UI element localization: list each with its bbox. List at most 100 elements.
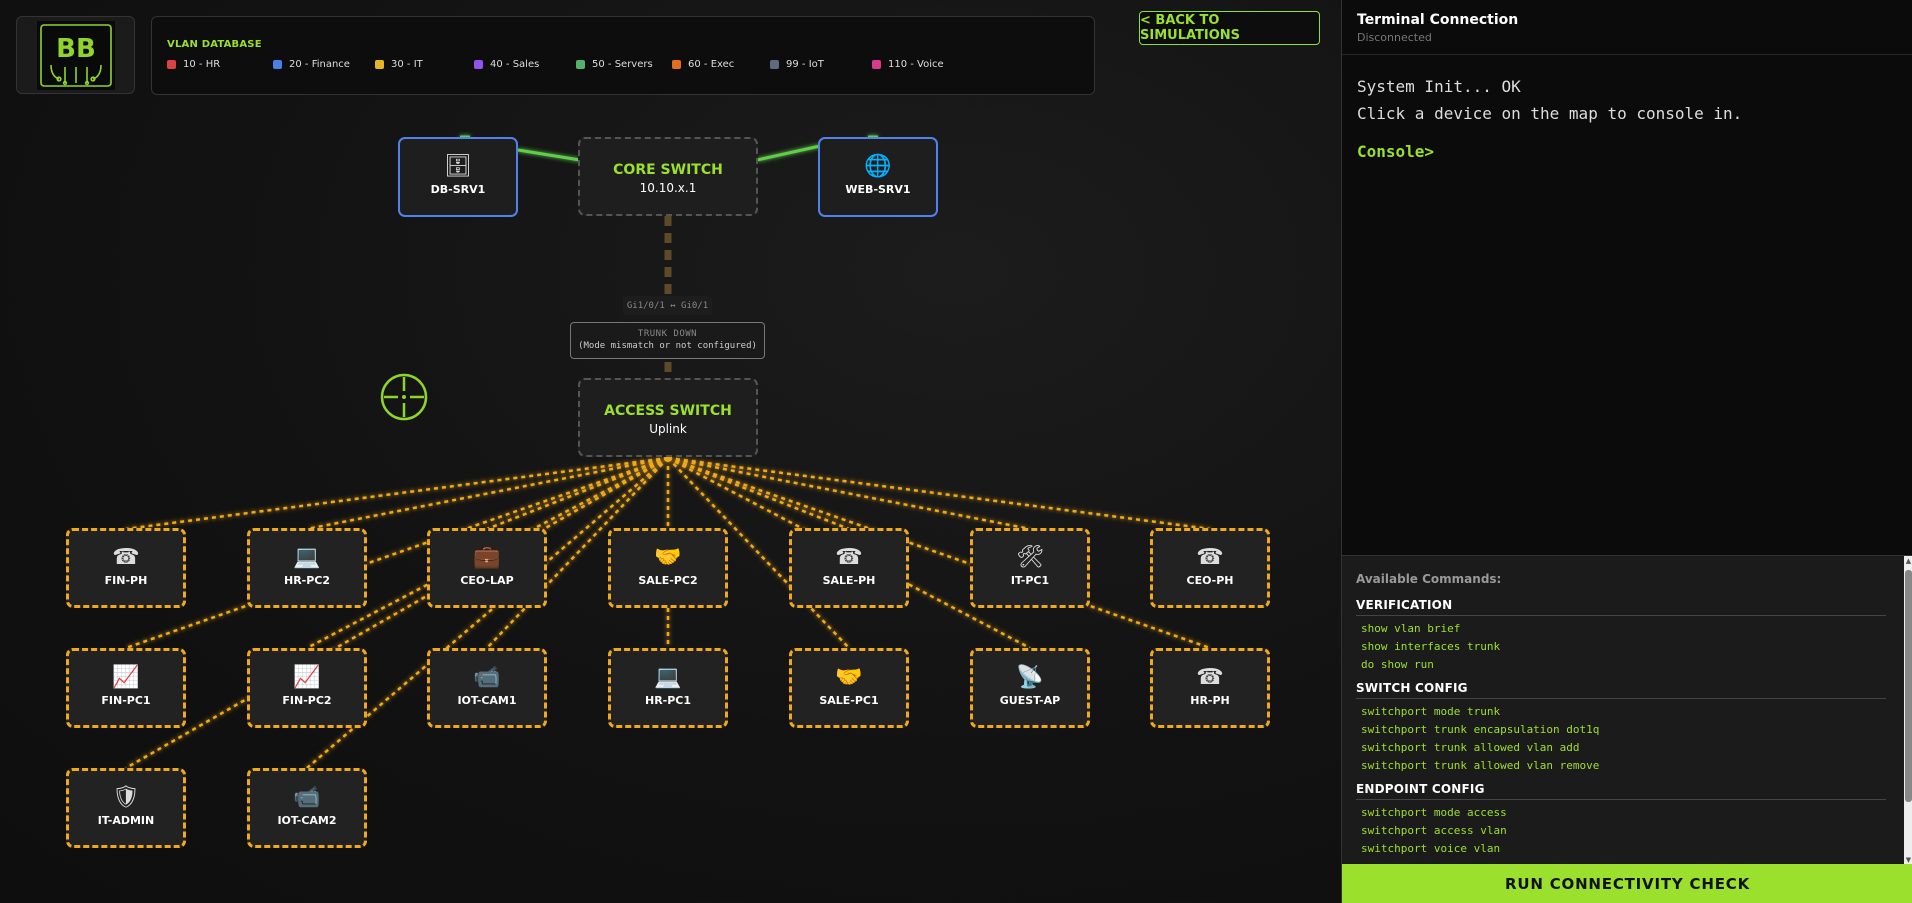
vlan-legend-item: 30 - IT: [375, 59, 423, 70]
telephone-icon: ☎: [112, 545, 140, 570]
terminal-line: System Init... OK: [1357, 77, 1521, 96]
vlan-color-swatch: [167, 60, 176, 69]
laptop-icon: 💻: [654, 665, 682, 690]
command-item[interactable]: switchport trunk encapsulation dot1q: [1361, 723, 1600, 736]
command-item[interactable]: show interfaces trunk: [1361, 640, 1501, 653]
vlan-database-panel: VLAN DATABASE 10 - HR 20 - Finance 30 - IT…: [151, 16, 1095, 95]
device-label: IT-ADMIN: [97, 814, 155, 827]
device-it-pc1[interactable]: 🛠IT-PC1: [970, 528, 1090, 608]
logo-background: BB: [37, 21, 115, 90]
command-item[interactable]: switchport trunk allowed vlan add: [1361, 741, 1580, 754]
device-hr-pc2[interactable]: 💻HR-PC2: [247, 528, 367, 608]
access-switch[interactable]: ACCESS SWITCH Uplink: [578, 378, 758, 457]
commands-section-endpoint-config: ENDPOINT CONFIG switchport mode access s…: [1356, 782, 1886, 858]
section-heading: ENDPOINT CONFIG: [1356, 782, 1886, 800]
device-label: HR-PC1: [644, 694, 692, 707]
briefcase-icon: 💼: [473, 545, 501, 570]
device-sale-pc1[interactable]: 🤝SALE-PC1: [789, 648, 909, 728]
vlan-legend-item: 10 - HR: [167, 59, 220, 70]
core-switch-title: CORE SWITCH: [613, 162, 723, 178]
crosshair-icon[interactable]: [379, 372, 429, 422]
device-fin-pc1[interactable]: 📈 FIN-PC1: [66, 648, 186, 728]
globe-icon: 🌐: [864, 154, 892, 179]
vlan-color-swatch: [672, 60, 681, 69]
device-sale-ph[interactable]: ☎ SALE-PH: [789, 528, 909, 608]
vlan-legend-item: 110 - Voice: [872, 59, 944, 70]
command-item[interactable]: switchport mode trunk: [1361, 705, 1501, 718]
vlan-legend-item: 20 - Finance: [273, 59, 350, 70]
camera-icon: 📹: [473, 665, 501, 690]
vlan-legend-item: 40 - Sales: [474, 59, 539, 70]
device-it-admin[interactable]: 🛡IT-ADMIN: [66, 768, 186, 848]
command-item[interactable]: switchport trunk allowed vlan remove: [1361, 759, 1600, 772]
access-switch-title: ACCESS SWITCH: [604, 403, 732, 419]
command-item[interactable]: switchport mode access: [1361, 806, 1507, 819]
terminal-output[interactable]: System Init... OK Click a device on the …: [1357, 73, 1742, 165]
vlan-label: 99 - IoT: [786, 59, 824, 70]
run-connectivity-check-button[interactable]: RUN CONNECTIVITY CHECK: [1342, 864, 1912, 903]
handshake-icon: 🤝: [654, 545, 682, 570]
command-item[interactable]: switchport voice vlan: [1361, 842, 1501, 855]
available-commands-panel: Available Commands: VERIFICATION show vl…: [1342, 555, 1912, 865]
command-item[interactable]: show vlan brief: [1361, 622, 1461, 635]
vlan-label: 50 - Servers: [592, 59, 653, 70]
circuit-logo-icon: BB: [40, 24, 112, 87]
server-web-srv1[interactable]: 🌐 WEB-SRV1: [818, 137, 938, 217]
vlan-legend-item: 99 - IoT: [770, 59, 824, 70]
command-item[interactable]: do show run: [1361, 658, 1434, 671]
commands-section-switch-config: SWITCH CONFIG switchport mode trunk swit…: [1356, 681, 1886, 775]
commands-scrollbar[interactable]: ▲ ▼: [1904, 556, 1912, 865]
vlan-color-swatch: [576, 60, 585, 69]
terminal-header: Terminal Connection Disconnected: [1342, 0, 1912, 55]
device-label: HR-PC2: [283, 574, 331, 587]
device-hr-pc1[interactable]: 💻 HR-PC1: [608, 648, 728, 728]
vlan-database-title: VLAN DATABASE: [167, 39, 262, 50]
handshake-icon: 🤝: [835, 665, 863, 690]
device-label: IOT-CAM2: [277, 814, 337, 827]
device-label: DB-SRV1: [430, 183, 486, 196]
command-item[interactable]: switchport access vlan: [1361, 824, 1507, 837]
device-label: FIN-PC2: [282, 694, 332, 707]
device-label: FIN-PC1: [101, 694, 151, 707]
file-cabinet-icon: 🗄: [444, 154, 472, 179]
vlan-color-swatch: [770, 60, 779, 69]
device-fin-ph[interactable]: ☎FIN-PH: [66, 528, 186, 608]
device-label: IT-PC1: [1010, 574, 1050, 587]
device-hr-ph[interactable]: ☎HR-PH: [1150, 648, 1270, 728]
vlan-legend-item: 50 - Servers: [576, 59, 653, 70]
telephone-icon: ☎: [835, 545, 863, 570]
device-label: SALE-PH: [822, 574, 876, 587]
terminal-line: Click a device on the map to console in.: [1357, 104, 1743, 123]
device-iot-cam1[interactable]: 📹 IOT-CAM1: [427, 648, 547, 728]
vlan-label: 60 - Exec: [688, 59, 735, 70]
device-ceo-lap[interactable]: 💼 CEO-LAP: [427, 528, 547, 608]
vlan-label: 20 - Finance: [289, 59, 350, 70]
device-fin-pc2[interactable]: 📈FIN-PC2: [247, 648, 367, 728]
device-label: CEO-PH: [1186, 574, 1234, 587]
trunk-port-label: Gi1/0/1 ↔ Gi0/1: [623, 296, 712, 315]
section-heading: SWITCH CONFIG: [1356, 681, 1886, 699]
device-label: CEO-LAP: [460, 574, 514, 587]
svg-text:BB: BB: [56, 34, 96, 64]
device-ceo-ph[interactable]: ☎CEO-PH: [1150, 528, 1270, 608]
device-iot-cam2[interactable]: 📹IOT-CAM2: [247, 768, 367, 848]
core-switch[interactable]: CORE SWITCH 10.10.x.1: [578, 137, 758, 216]
trunk-status-reason: (Mode mismatch or not configured): [578, 341, 757, 351]
vlan-label: 40 - Sales: [490, 59, 540, 70]
terminal-status: Disconnected: [1357, 31, 1432, 44]
device-label: IOT-CAM1: [457, 694, 517, 707]
back-to-simulations-button[interactable]: < BACK TO SIMULATIONS: [1139, 11, 1320, 45]
scrollbar-thumb[interactable]: [1905, 570, 1912, 802]
server-db-srv1[interactable]: 🗄 DB-SRV1: [398, 137, 518, 217]
commands-section-verification: VERIFICATION show vlan brief show interf…: [1356, 598, 1886, 674]
console-prompt[interactable]: Console>: [1357, 142, 1435, 161]
section-heading: VERIFICATION: [1356, 598, 1886, 616]
chart-icon: 📈: [112, 665, 140, 690]
vlan-label: 30 - IT: [391, 59, 423, 70]
scroll-up-icon[interactable]: ▲: [1905, 557, 1912, 565]
device-guest-ap[interactable]: 📡GUEST-AP: [970, 648, 1090, 728]
device-sale-pc2[interactable]: 🤝SALE-PC2: [608, 528, 728, 608]
telephone-icon: ☎: [1196, 665, 1224, 690]
trunk-status-box: TRUNK DOWN (Mode mismatch or not configu…: [570, 322, 765, 359]
scroll-down-icon[interactable]: ▼: [1905, 856, 1912, 864]
